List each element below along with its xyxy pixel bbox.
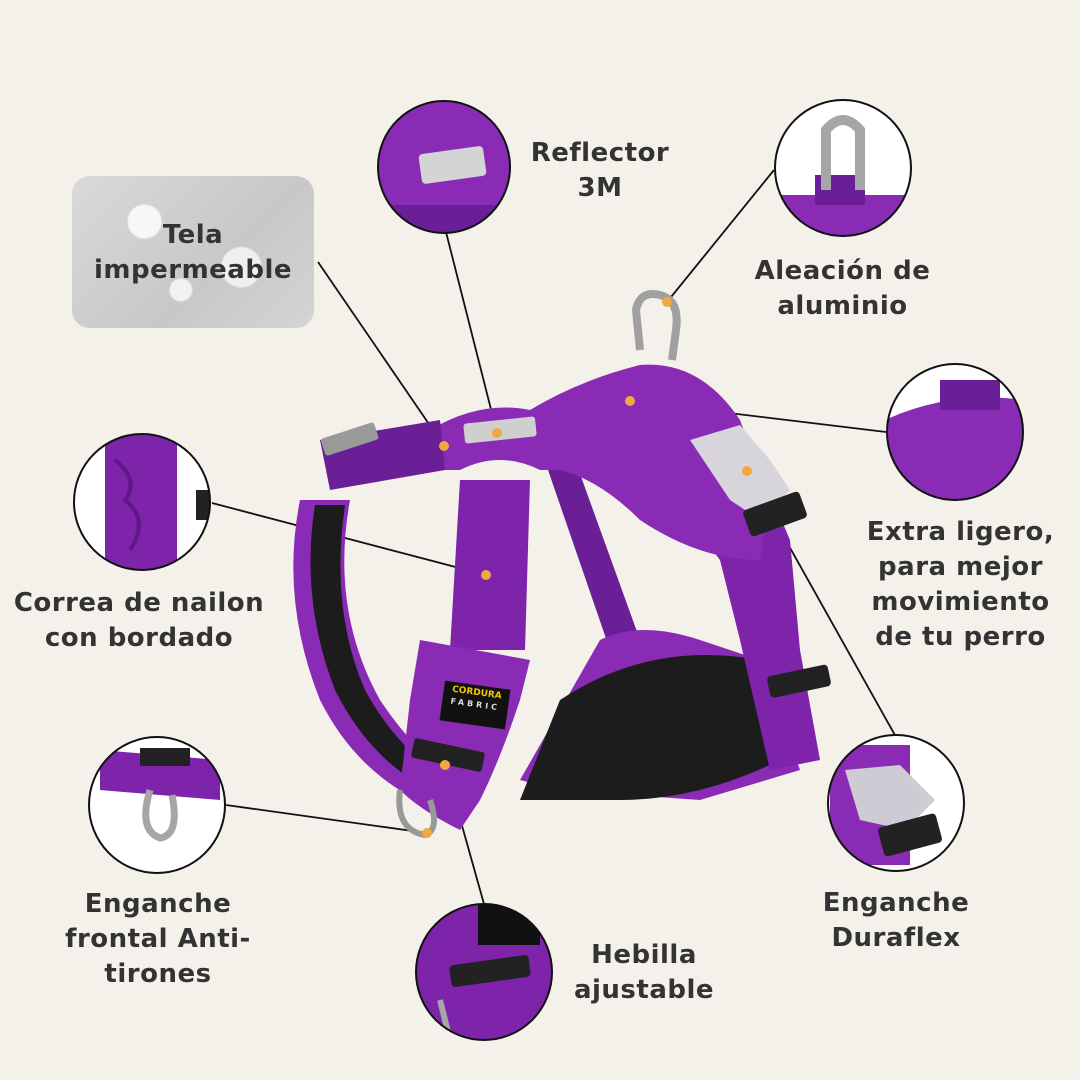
label-lightweight: Extra ligero, para mejor movimiento de t… <box>866 517 1055 652</box>
waterproof-fabric-swatch <box>72 176 314 328</box>
label-nylon-strap: Correa de nailon con bordado <box>13 588 265 653</box>
label-reflector: Reflector 3M <box>530 138 670 203</box>
label-waterproof: Tela impermeable <box>94 220 292 285</box>
detail-embroidered-strap <box>73 433 211 571</box>
label-front-clip: Enganche frontal Anti- tirones <box>65 889 251 989</box>
detail-adjustable-buckle <box>415 903 553 1041</box>
harness-body <box>293 290 831 839</box>
label-adjustable-buckle: Hebilla ajustable <box>573 940 715 1005</box>
detail-d-ring <box>774 99 912 237</box>
detail-front-ring <box>88 736 226 874</box>
label-duraflex: Enganche Duraflex <box>822 888 970 953</box>
detail-reflector <box>377 100 511 234</box>
detail-duraflex <box>827 734 965 872</box>
marker-dots <box>422 297 752 838</box>
detail-lightweight <box>886 363 1024 501</box>
label-aluminium: Aleación de aluminio <box>754 256 931 321</box>
